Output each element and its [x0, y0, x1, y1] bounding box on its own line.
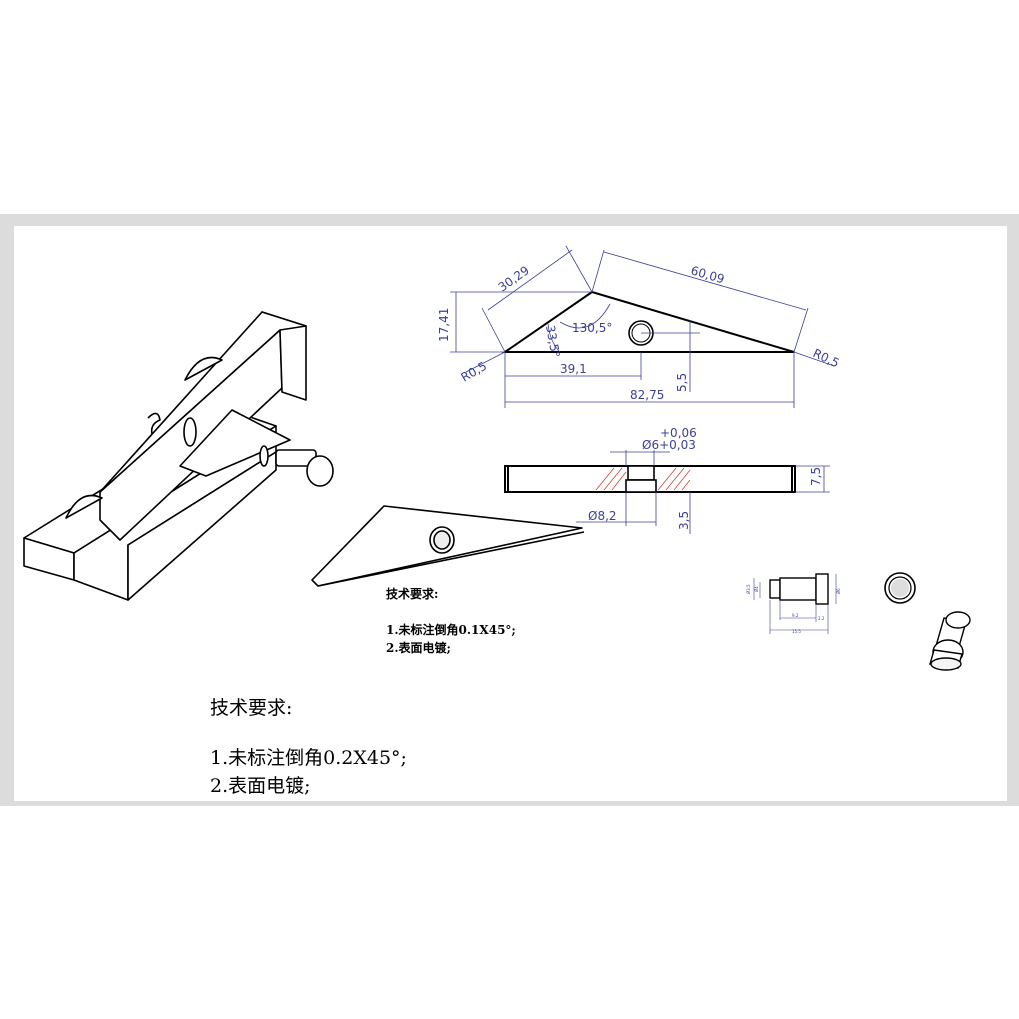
notes-large: 技术要求: 1.未标注倒角0.2X45°; 2.表面电镀;: [210, 697, 407, 797]
notes-small-line1: 1.未标注倒角0.1X45°;: [386, 622, 516, 637]
svg-text:Ø3.5: Ø3.5: [746, 584, 751, 594]
svg-text:Ø6: Ø6: [836, 588, 841, 594]
assembly-iso-view: [23, 311, 334, 601]
notes-large-title: 技术要求:: [210, 697, 292, 719]
svg-text:15.5: 15.5: [792, 629, 801, 634]
notes-small: 技术要求: 1.未标注倒角0.1X45°; 2.表面电镀;: [386, 586, 516, 655]
dim-r0-5-right: R0,5: [811, 346, 842, 370]
svg-text:9.2: 9.2: [792, 613, 799, 618]
blade-section-view: +0,06 Ø6+0,03 7,5 Ø8,2 3,5: [504, 426, 830, 534]
dim-17-41: 17,41: [437, 308, 451, 342]
pin-detail-view: Ø3.5 Ø4 Ø6 9.2 2.2 15.5: [746, 572, 971, 671]
notes-large-line1: 1.未标注倒角0.2X45°;: [210, 747, 407, 769]
blade-iso-view: [311, 505, 585, 587]
dim-depth: 3,5: [677, 511, 691, 530]
dim-130-5: 130,5°: [572, 321, 612, 335]
dim-60-09: 60,09: [689, 263, 726, 286]
notes-small-title: 技术要求:: [386, 586, 438, 601]
dim-82-75: 82,75: [630, 388, 664, 402]
svg-text:2.2: 2.2: [818, 616, 825, 621]
blade-top-view: 30,29 60,09 17,41 130,5° 33,5° R0,5 R0,5…: [437, 245, 842, 408]
svg-text:Ø4: Ø4: [754, 586, 759, 592]
dim-39-1: 39,1: [560, 362, 587, 376]
dim-thickness: 7,5: [809, 467, 823, 486]
notes-large-line2: 2.表面电镀;: [210, 775, 311, 797]
dim-30-29: 30,29: [496, 263, 532, 294]
dim-5-5: 5,5: [675, 373, 689, 392]
notes-small-line2: 2.表面电镀;: [386, 640, 451, 655]
dim-tol-upper: +0,06: [660, 426, 697, 440]
dim-cbore-dia: Ø8,2: [588, 509, 617, 523]
dim-33-5: 33,5°: [543, 324, 562, 359]
dim-hole-dia: Ø6+0,03: [642, 438, 696, 452]
